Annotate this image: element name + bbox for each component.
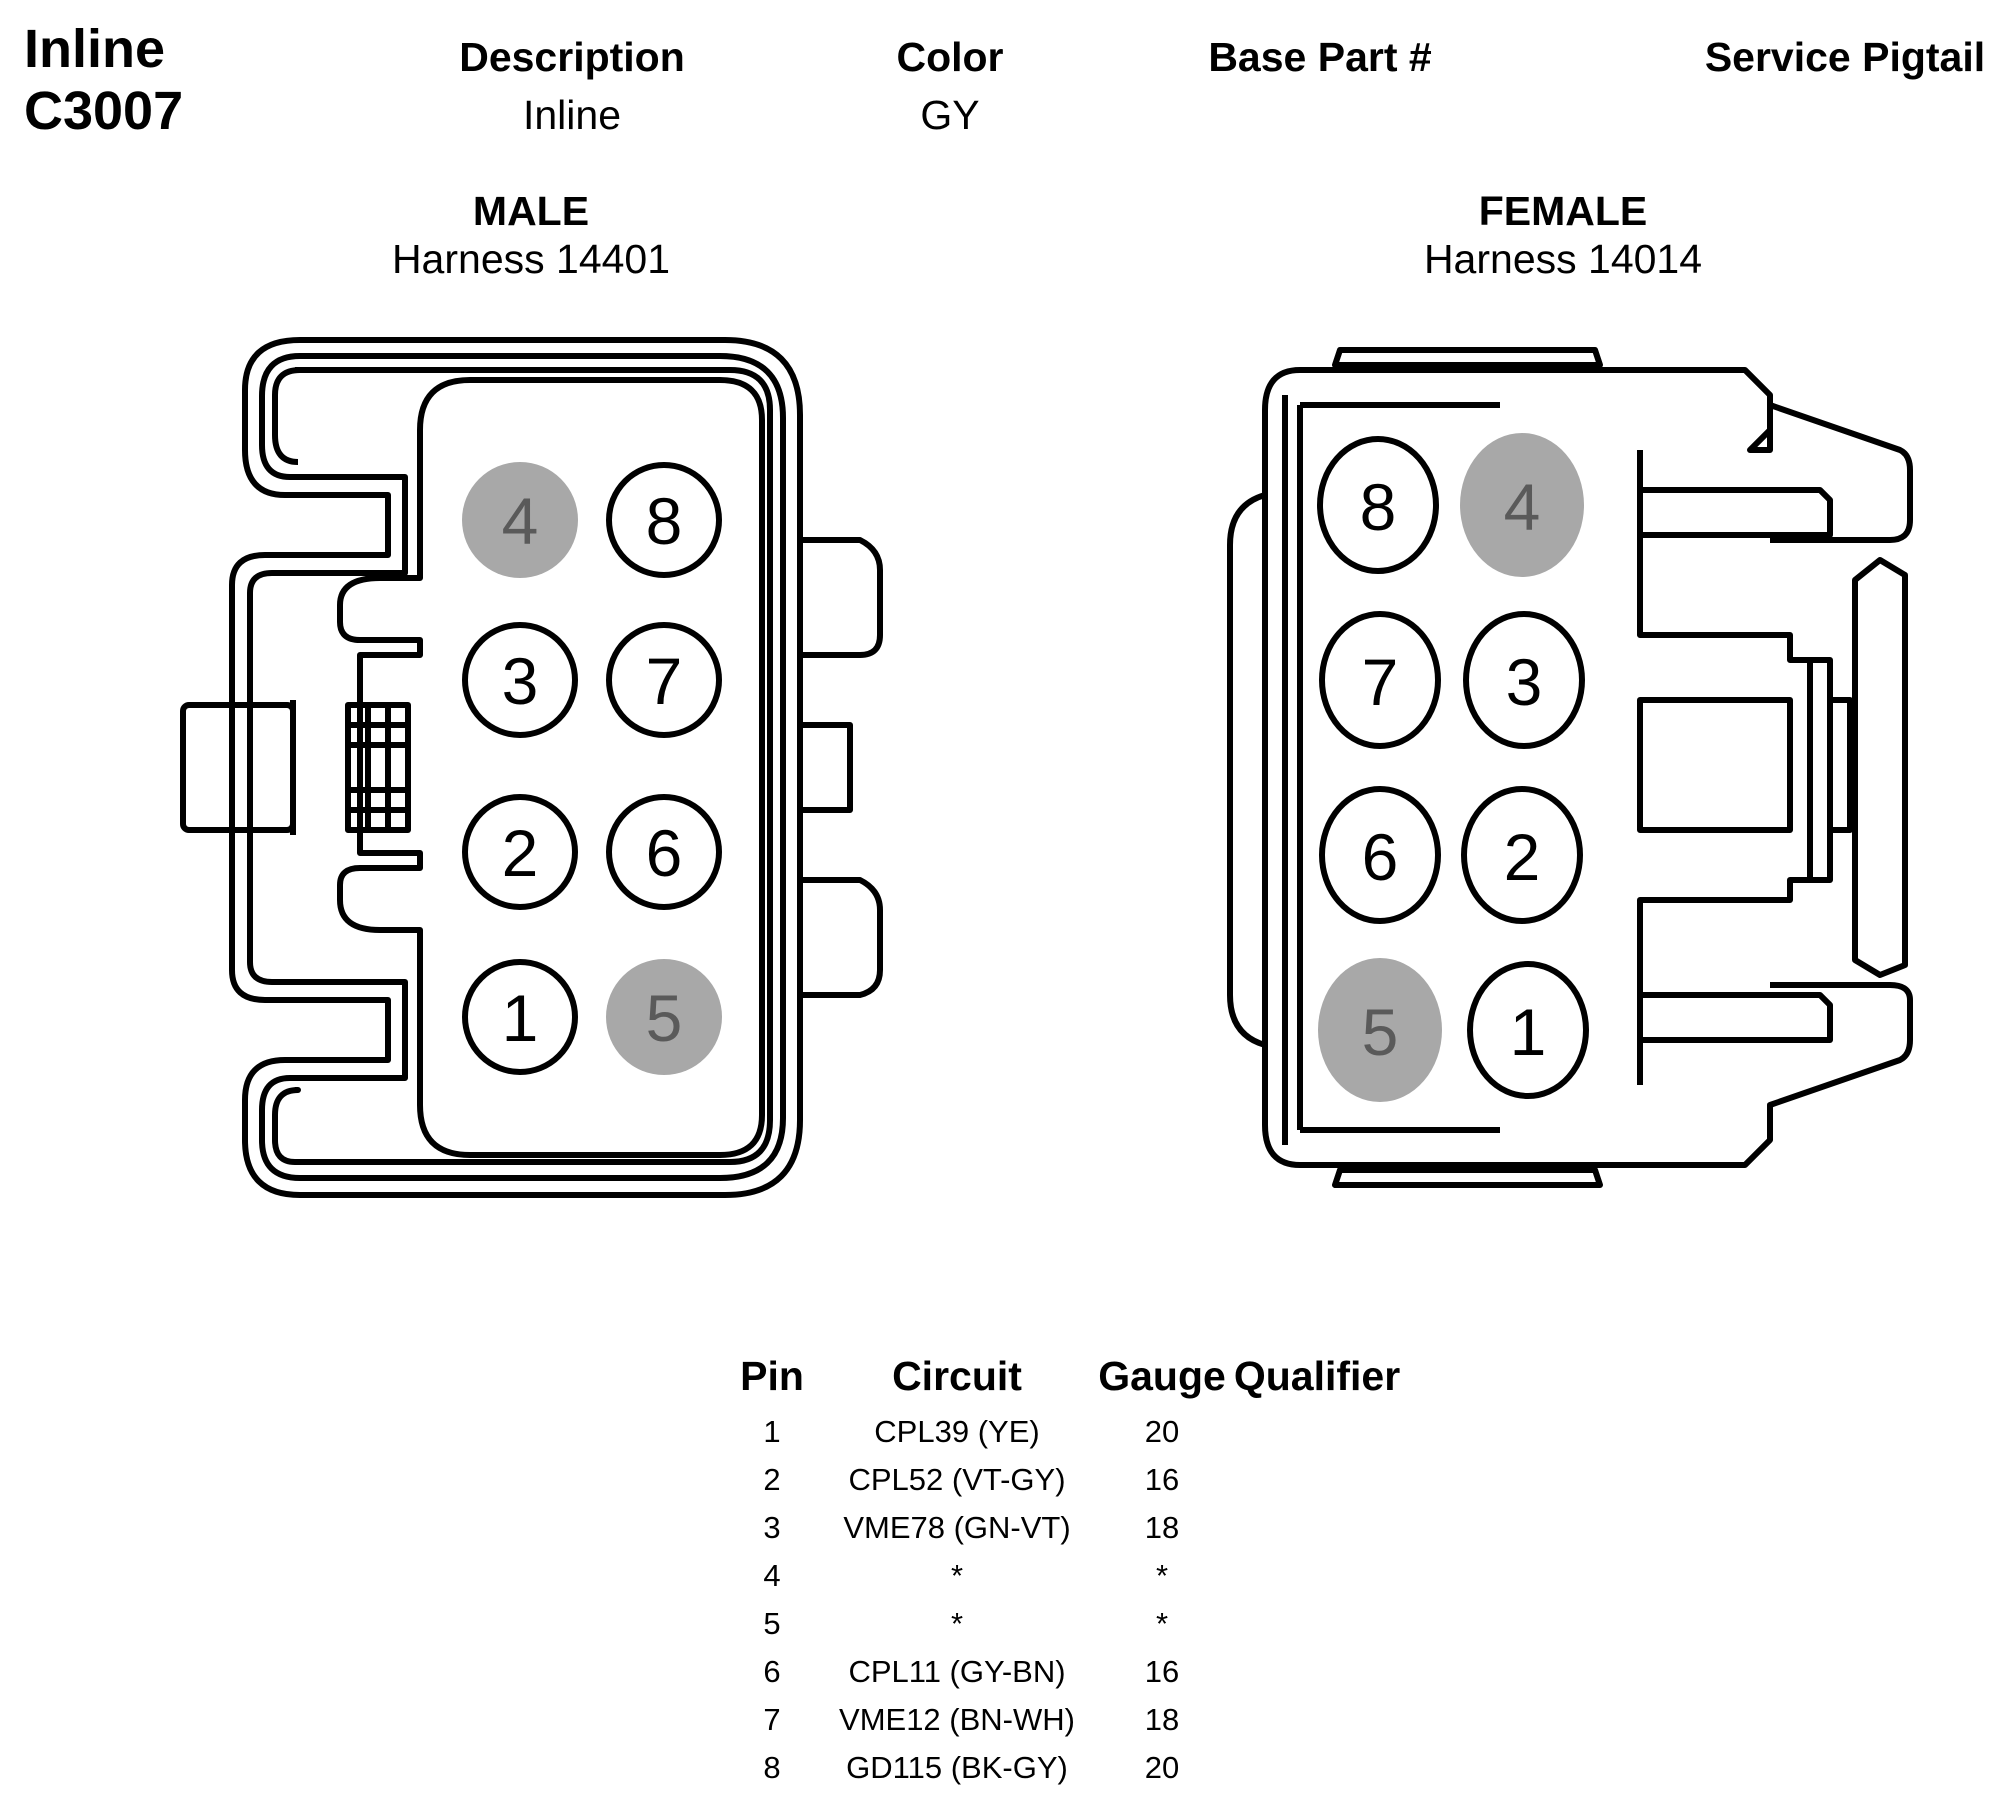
male-pin-1-label: 1 <box>502 981 539 1055</box>
description-value: Inline <box>522 92 621 138</box>
qualifier-cell <box>1232 1600 1402 1648</box>
female-pin-5-label: 5 <box>1362 995 1399 1069</box>
female-pin-2-label: 2 <box>1504 820 1541 894</box>
service-pigtail-header: Service Pigtail <box>1704 34 1986 80</box>
gauge-cell: 18 <box>1144 1510 1180 1545</box>
circuit-cell: * <box>950 1558 964 1593</box>
description-header: Description <box>459 34 685 80</box>
pin-cell: 5 <box>763 1606 781 1641</box>
male-pin-2-label: 2 <box>502 816 539 890</box>
pin-header: Pin <box>740 1353 804 1399</box>
color-value: GY <box>920 92 980 138</box>
female-pin-1-label: 1 <box>1510 995 1547 1069</box>
pin-cell: 4 <box>763 1558 781 1593</box>
connector-id: C3007 <box>24 81 184 141</box>
female-pin-3: 3 <box>1463 611 1585 749</box>
color-header: Color <box>896 34 1004 80</box>
male-label: MALE <box>472 188 590 234</box>
male-pin-8-label: 8 <box>646 484 683 558</box>
circuit-cell: VME12 (BN-WH) <box>839 1702 1075 1737</box>
table-row: 2 CPL52 (VT-GY) 16 <box>722 1456 1402 1504</box>
gauge-cell: 20 <box>1144 1750 1180 1785</box>
male-pin-1: 1 <box>462 959 578 1075</box>
circuit-cell: CPL52 (VT-GY) <box>848 1462 1066 1497</box>
gauge-cell: 16 <box>1144 1654 1180 1689</box>
male-pin-4-label: 4 <box>502 484 539 558</box>
qualifier-header: Qualifier <box>1233 1353 1401 1399</box>
male-pin-6-label: 6 <box>646 816 683 890</box>
male-harness: Harness 14401 <box>391 236 671 282</box>
female-harness: Harness 14014 <box>1423 236 1703 282</box>
pin-cell: 1 <box>763 1414 781 1449</box>
qualifier-cell <box>1232 1696 1402 1744</box>
qualifier-cell <box>1232 1504 1402 1552</box>
male-pin-8: 8 <box>606 462 722 578</box>
female-pin-8-label: 8 <box>1360 470 1397 544</box>
qualifier-cell <box>1232 1552 1402 1600</box>
table-row: 1 CPL39 (YE) 20 <box>722 1408 1402 1456</box>
qualifier-cell <box>1232 1744 1402 1792</box>
table-row: 7 VME12 (BN-WH) 18 <box>722 1696 1402 1744</box>
base-part-header: Base Part # <box>1208 34 1432 80</box>
female-pin-7-label: 7 <box>1362 645 1399 719</box>
male-pin-4: 4 <box>462 462 578 578</box>
connector-title: Inline C3007 <box>24 18 183 142</box>
female-pin-1: 1 <box>1467 961 1589 1099</box>
gauge-cell: 16 <box>1144 1462 1180 1497</box>
gauge-cell: 18 <box>1144 1702 1180 1737</box>
male-pin-6: 6 <box>606 794 722 910</box>
male-pin-5: 5 <box>606 959 722 1075</box>
female-pin-4-label: 4 <box>1504 470 1541 544</box>
table-row: 4 * * <box>722 1552 1402 1600</box>
female-pin-4: 4 <box>1460 433 1584 577</box>
table-row: 8 GD115 (BK-GY) 20 <box>722 1744 1402 1792</box>
connector-type: Inline <box>24 19 166 79</box>
female-pin-2: 2 <box>1461 786 1583 924</box>
female-pin-6-label: 6 <box>1362 820 1399 894</box>
pin-cell: 8 <box>763 1750 781 1785</box>
qualifier-cell <box>1232 1408 1402 1456</box>
male-pin-7-label: 7 <box>646 644 683 718</box>
female-pins: 8 4 7 3 6 2 5 1 <box>1317 433 1589 1102</box>
male-pins: 4 8 3 7 2 6 1 5 <box>462 462 722 1075</box>
gauge-cell: * <box>1155 1606 1169 1641</box>
pin-table: Pin Circuit Gauge Qualifier 1 CPL39 (YE)… <box>722 1353 1402 1792</box>
table-row: 3 VME78 (GN-VT) 18 <box>722 1504 1402 1552</box>
pin-cell: 6 <box>763 1654 781 1689</box>
male-pin-3: 3 <box>462 622 578 738</box>
male-connector-body <box>180 337 883 1198</box>
qualifier-cell <box>1232 1648 1402 1696</box>
circuit-cell: VME78 (GN-VT) <box>843 1510 1071 1545</box>
female-connector-body <box>1227 347 1913 1188</box>
male-pin-2: 2 <box>462 794 578 910</box>
circuit-header: Circuit <box>892 1353 1022 1399</box>
pin-cell: 2 <box>763 1462 781 1497</box>
female-pin-8: 8 <box>1317 436 1439 574</box>
female-pin-5: 5 <box>1318 958 1442 1102</box>
circuit-cell: GD115 (BK-GY) <box>846 1750 1068 1785</box>
pin-cell: 7 <box>763 1702 781 1737</box>
female-pin-7: 7 <box>1319 611 1441 749</box>
circuit-cell: * <box>950 1606 964 1641</box>
table-row: 6 CPL11 (GY-BN) 16 <box>722 1648 1402 1696</box>
pin-cell: 3 <box>763 1510 781 1545</box>
circuit-cell: CPL11 (GY-BN) <box>848 1654 1066 1689</box>
connector-diagram: 4 8 3 7 2 6 1 5 <box>180 337 1913 1198</box>
male-pin-5-label: 5 <box>646 981 683 1055</box>
gauge-header: Gauge <box>1098 1353 1226 1399</box>
table-row: 5 * * <box>722 1600 1402 1648</box>
gauge-cell: 20 <box>1144 1414 1180 1449</box>
female-pin-6: 6 <box>1319 786 1441 924</box>
pin-table-header: Pin Circuit Gauge Qualifier <box>722 1353 1402 1408</box>
gauge-cell: * <box>1155 1558 1169 1593</box>
female-pin-3-label: 3 <box>1506 645 1543 719</box>
qualifier-cell <box>1232 1456 1402 1504</box>
female-label: FEMALE <box>1478 188 1648 234</box>
male-pin-7: 7 <box>606 622 722 738</box>
circuit-cell: CPL39 (YE) <box>874 1414 1040 1449</box>
male-pin-3-label: 3 <box>502 644 539 718</box>
